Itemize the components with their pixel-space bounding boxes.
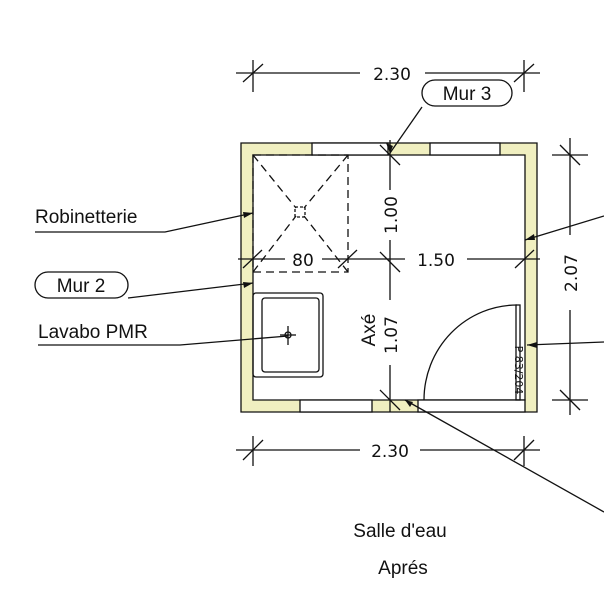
dim-top-width: 2.30 [373, 65, 411, 85]
window-top-right [429, 142, 501, 156]
dim-clear-width: 1.50 [417, 251, 455, 271]
sink-inner [261, 297, 320, 373]
sink-outer [252, 292, 324, 378]
mur2-tag [34, 271, 129, 299]
window-top-left [311, 142, 389, 156]
window-bottom [299, 399, 373, 413]
dim-shower-width: 80 [292, 251, 314, 271]
plan-subtitle: Aprés [378, 558, 428, 579]
plan-title: Salle d'eau [353, 521, 446, 542]
mur3-tag [421, 79, 513, 107]
dim-right-height: 2.07 [562, 254, 582, 292]
lavabo-label: Lavabo PMR [38, 322, 148, 343]
mur3-label: Mur 3 [443, 84, 492, 105]
dim-shower-depth: 1.00 [382, 196, 402, 234]
shower-drain [294, 206, 306, 218]
axis-label: Axé [359, 314, 380, 347]
leader-lines [35, 106, 604, 513]
door-leaf [515, 304, 521, 401]
mur2-label: Mur 2 [57, 276, 106, 297]
robinetterie-label: Robinetterie [35, 207, 137, 228]
dim-bottom-width: 2.30 [371, 442, 409, 462]
dim-lines [236, 60, 588, 466]
dim-axis-height: 1.07 [382, 316, 402, 354]
door-swing-arc [423, 304, 518, 401]
door-reference: P 83/204 [512, 346, 525, 395]
door-opening [417, 399, 526, 413]
sink-tap-icon [280, 326, 296, 345]
